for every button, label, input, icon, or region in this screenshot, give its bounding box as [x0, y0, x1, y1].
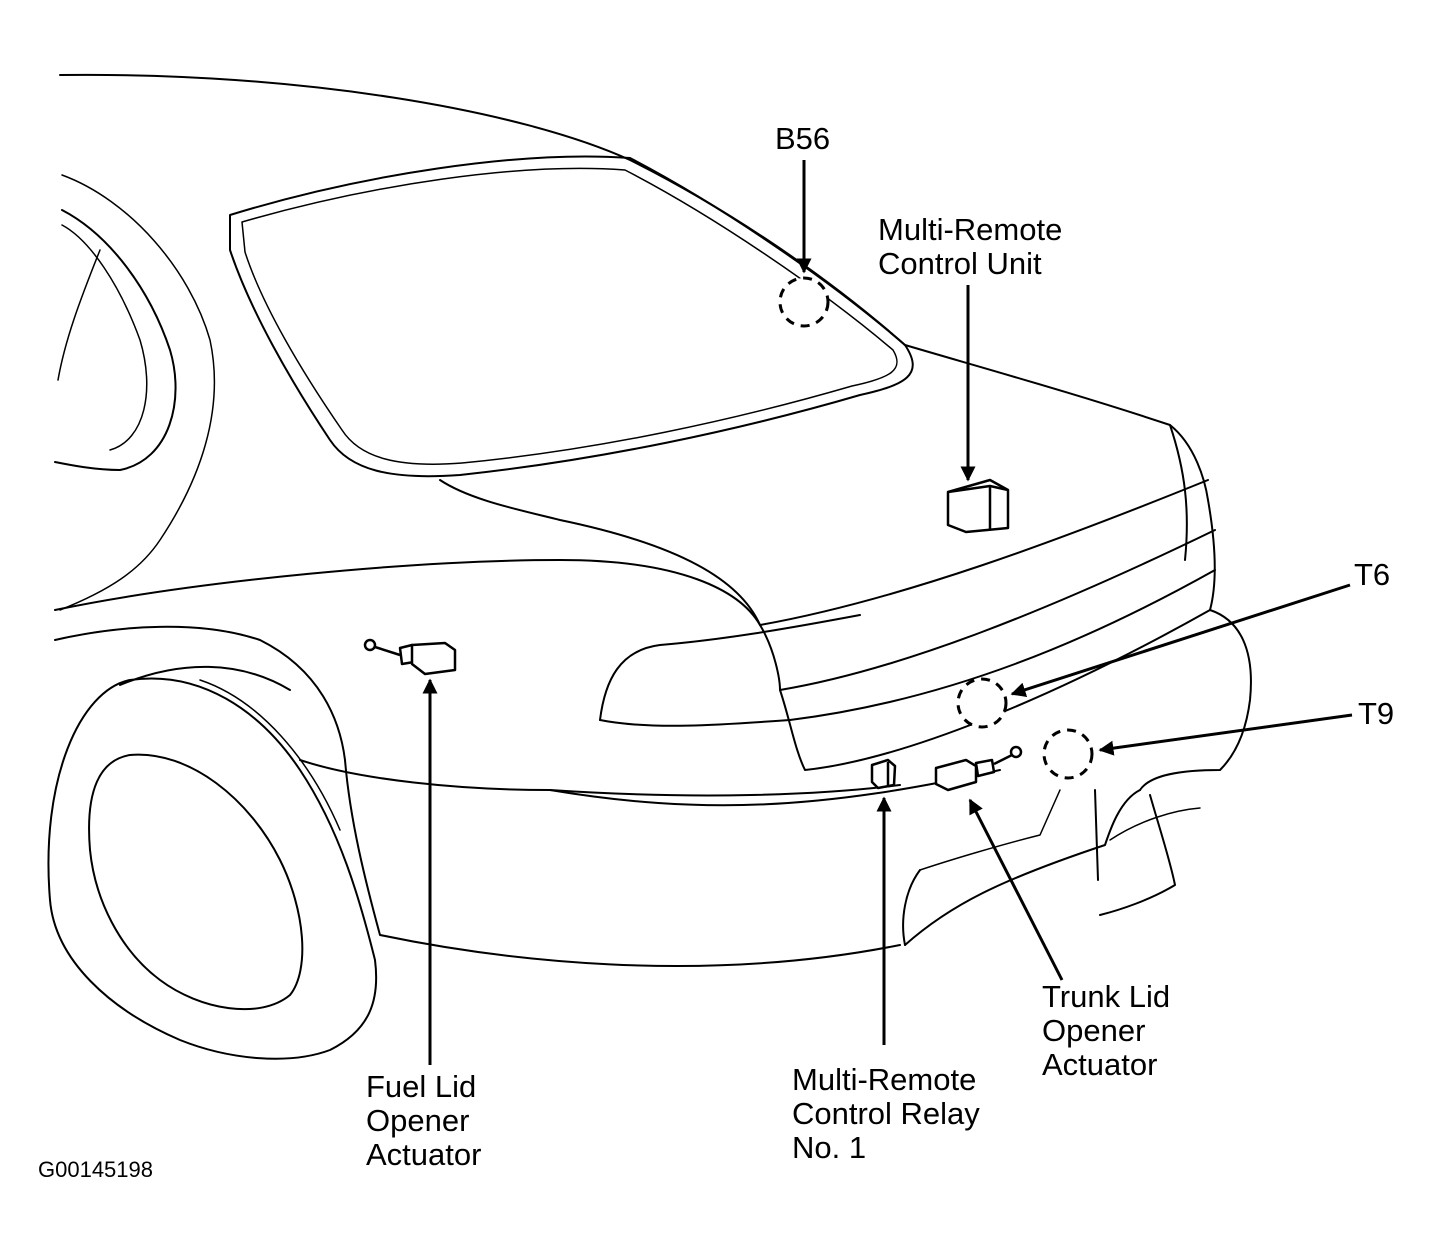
b56-location-marker — [778, 160, 830, 328]
quarter-panel — [54, 559, 1001, 807]
label-multi-remote-control-relay: Multi-Remote Control Relay No. 1 — [792, 1062, 980, 1165]
multi-remote-control-unit-part — [946, 285, 1010, 534]
label-trunk-lid-opener-actuator: Trunk Lid Opener Actuator — [1042, 979, 1171, 1082]
roof-line — [59, 73, 906, 346]
t6-location-marker — [956, 583, 1351, 729]
label-t6: T6 — [1354, 557, 1391, 592]
t9-location-marker — [1042, 713, 1353, 780]
figure-id: G00145198 — [38, 1157, 153, 1182]
label-t9: T9 — [1358, 696, 1395, 731]
rear-window — [229, 155, 914, 478]
multi-remote-control-relay-part — [870, 758, 897, 1045]
side-window — [54, 174, 216, 611]
fuel-lid-opener-actuator-part — [363, 638, 457, 1065]
tail-light-panel — [599, 499, 1216, 771]
rear-wheel — [47, 665, 378, 1060]
label-fuel-lid-opener-actuator: Fuel Lid Opener Actuator — [366, 1069, 482, 1172]
label-b56: B56 — [775, 121, 831, 156]
label-multi-remote-control-unit: Multi-Remote Control Unit — [878, 212, 1063, 281]
trunk-lid-opener-actuator-part — [934, 745, 1064, 981]
rear-bumper — [344, 609, 1252, 967]
trunk-lid — [439, 344, 1209, 626]
